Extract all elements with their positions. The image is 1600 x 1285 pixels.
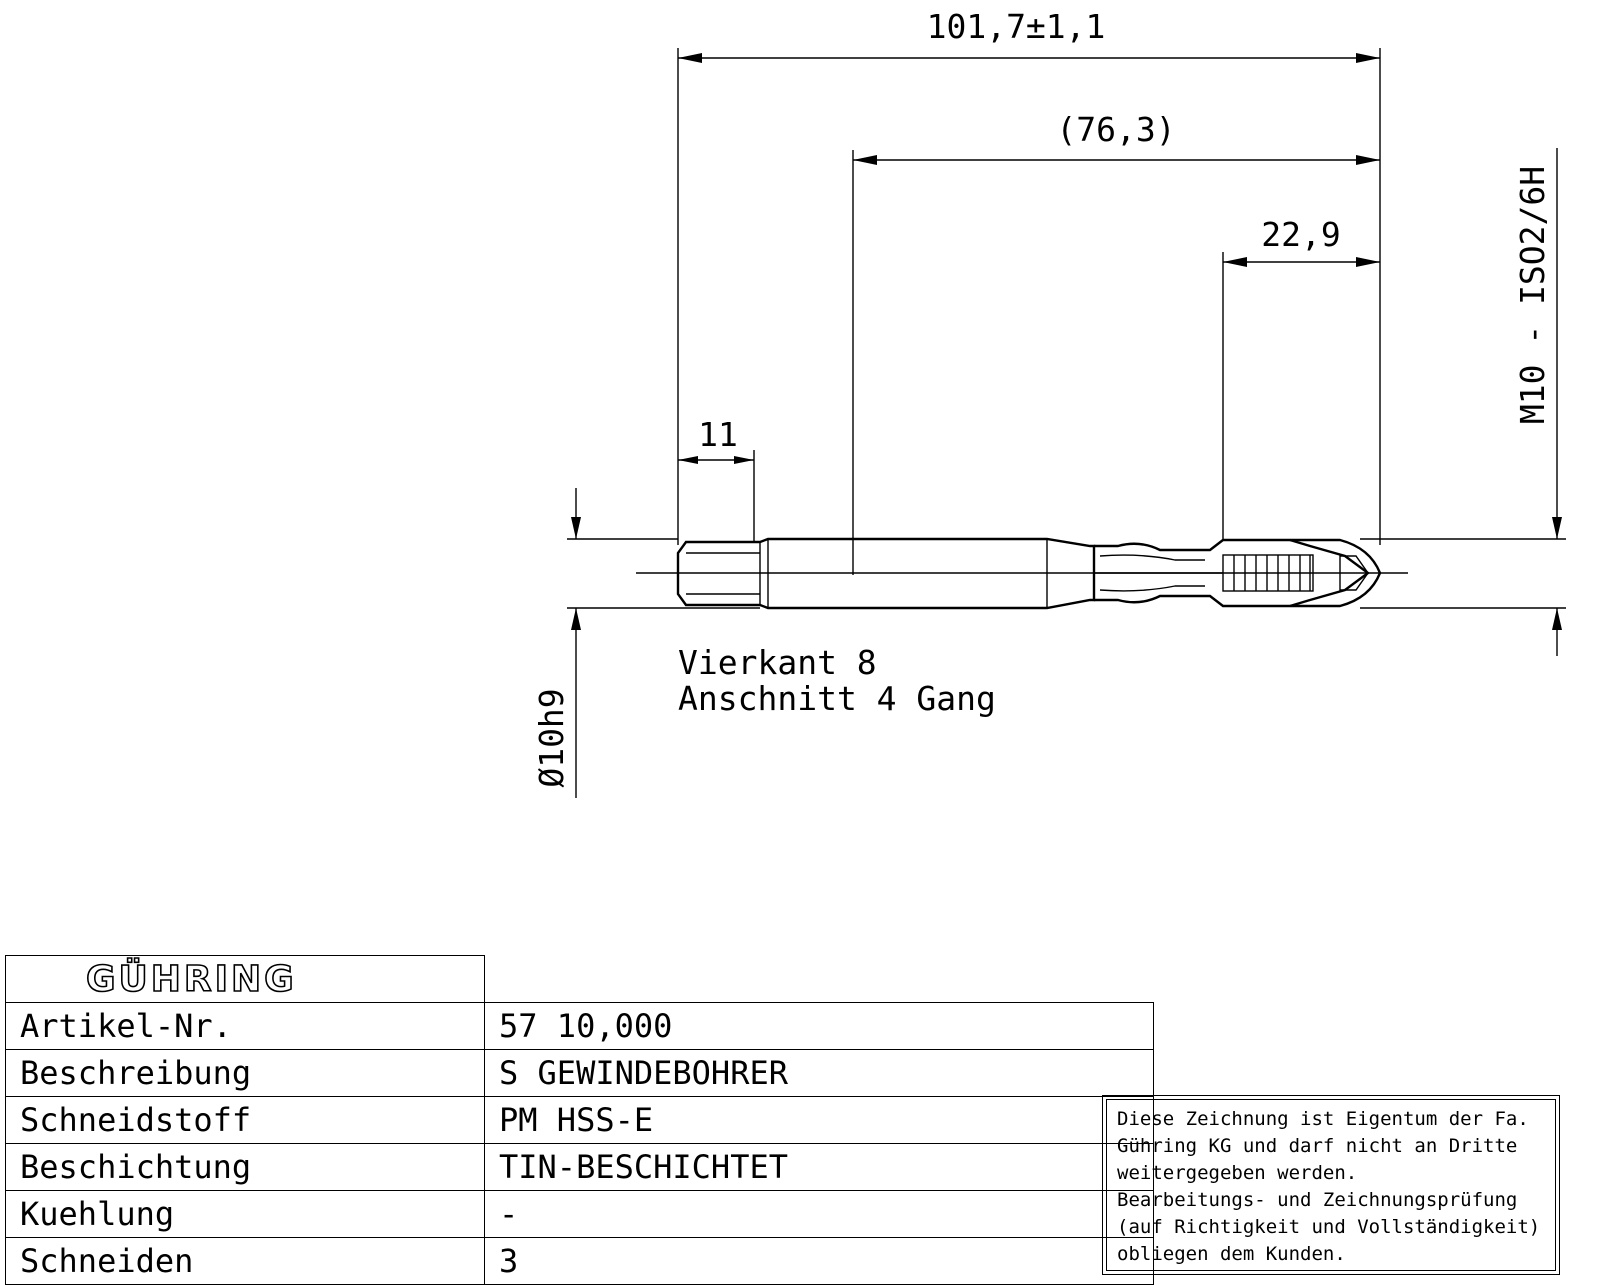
logo-row-empty xyxy=(484,955,1154,1003)
ownership-notice: Diese Zeichnung ist Eigentum der Fa. Güh… xyxy=(1102,1095,1560,1275)
row-label: Schneiden xyxy=(5,1237,485,1285)
row-value: - xyxy=(484,1190,1154,1238)
overall-length-dimension: 101,7±1,1 xyxy=(677,7,1381,545)
logo-cell: GÜHRING xyxy=(5,955,485,1003)
notice-line: (auf Richtigkeit und Vollständigkeit) xyxy=(1117,1216,1541,1238)
shank-diameter-dimension: Ø10h9 xyxy=(532,488,760,798)
table-row: Beschichtung TIN-BESCHICHTET xyxy=(5,1143,1154,1191)
notice-line: Diese Zeichnung ist Eigentum der Fa. xyxy=(1117,1108,1529,1130)
row-label: Schneidstoff xyxy=(5,1096,485,1144)
shank-diameter-label: Ø10h9 xyxy=(532,688,571,787)
thread-spec-dimension: M10 - ISO2/6H xyxy=(1360,148,1566,656)
overall-length-label: 101,7±1,1 xyxy=(927,7,1106,46)
row-value: PM HSS-E xyxy=(484,1096,1154,1144)
ownership-notice-text: Diese Zeichnung ist Eigentum der Fa. Güh… xyxy=(1106,1099,1556,1271)
thread-length-dimension: 22,9 xyxy=(1222,215,1380,540)
table-row: Schneiden 3 xyxy=(5,1237,1154,1285)
row-label: Artikel-Nr. xyxy=(5,1002,485,1050)
spec-table: GÜHRING Artikel-Nr. 57 10,000 Beschreibu… xyxy=(5,955,1154,1285)
thread-length-label: 22,9 xyxy=(1261,215,1340,254)
row-label: Kuehlung xyxy=(5,1190,485,1238)
notice-line: Gühring KG und darf nicht an Dritte xyxy=(1117,1135,1518,1157)
notice-line: weitergegeben werden. xyxy=(1117,1162,1358,1184)
table-row: Kuehlung - xyxy=(5,1190,1154,1238)
guehring-logo: GÜHRING xyxy=(85,958,297,1001)
note-square: Vierkant 8 xyxy=(678,643,877,682)
row-value: 57 10,000 xyxy=(484,1002,1154,1050)
notice-line: Bearbeitungs- und Zeichnungsprüfung xyxy=(1117,1189,1518,1211)
shank-to-tip-label: (76,3) xyxy=(1056,110,1175,149)
row-value: TIN-BESCHICHTET xyxy=(484,1143,1154,1191)
row-value: S GEWINDEBOHRER xyxy=(484,1049,1154,1097)
note-chamfer: Anschnitt 4 Gang xyxy=(678,679,996,718)
table-row: Artikel-Nr. 57 10,000 xyxy=(5,1002,1154,1050)
table-row: Beschreibung S GEWINDEBOHRER xyxy=(5,1049,1154,1097)
row-value: 3 xyxy=(484,1237,1154,1285)
notice-line: obliegen dem Kunden. xyxy=(1117,1243,1346,1265)
tap-body xyxy=(676,537,1382,610)
row-label: Beschreibung xyxy=(5,1049,485,1097)
table-row: Schneidstoff PM HSS-E xyxy=(5,1096,1154,1144)
title-block: GÜHRING Artikel-Nr. 57 10,000 Beschreibu… xyxy=(5,955,1154,1285)
square-length-label: 11 xyxy=(698,415,738,454)
thread-spec-label: M10 - ISO2/6H xyxy=(1513,166,1552,424)
square-length-dimension: 11 xyxy=(678,415,755,542)
row-label: Beschichtung xyxy=(5,1143,485,1191)
logo-row: GÜHRING xyxy=(5,955,1154,1003)
shank-to-tip-dimension: (76,3) xyxy=(852,110,1380,575)
